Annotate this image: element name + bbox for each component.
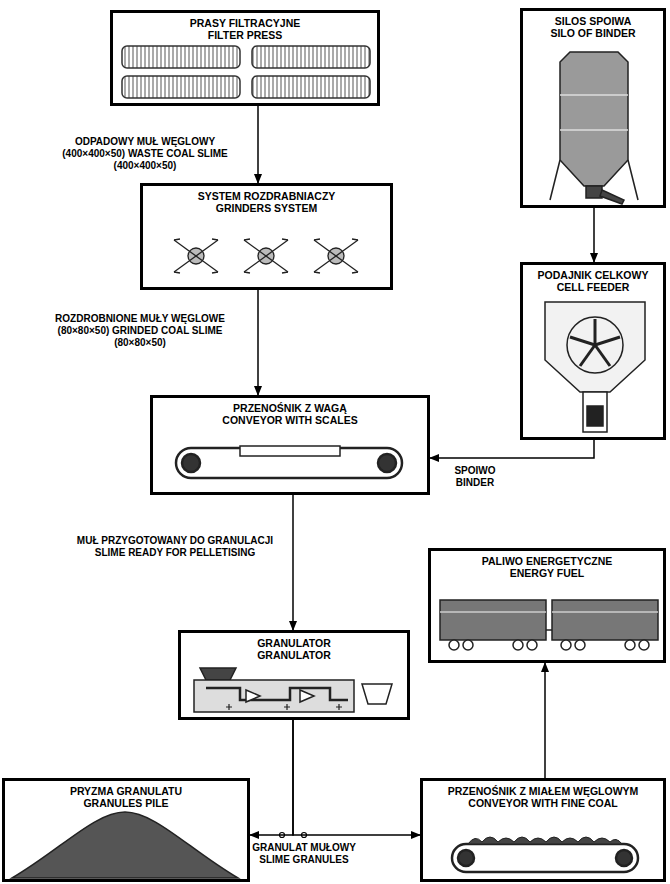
box-subheading: CONVEYOR WITH SCALES	[153, 414, 427, 426]
fine-coal-conveyor-drawing	[452, 837, 638, 872]
granulator-box: GRANULATORGRANULATOR	[178, 630, 410, 720]
silo-drawing	[550, 52, 638, 204]
flow-arrow	[292, 495, 294, 630]
flow-label: GRANULAT MUŁOWY SLIME GRANULES	[252, 842, 356, 866]
box-subheading: FILTER PRESS	[113, 29, 377, 41]
flow-label: SPOIWO BINDER	[440, 465, 510, 489]
box-subheading: GRINDERS SYSTEM	[143, 202, 390, 214]
filter-press-plates	[122, 46, 370, 98]
box-subheading: GRANULATOR	[181, 649, 407, 661]
box-subheading: ENERGY FUEL	[431, 567, 663, 579]
filter-press-box: PRASY FILTRACYJNEFILTER PRESS	[110, 10, 380, 106]
heading-group: PODAJNIK CELKOWYCELL FEEDER	[523, 265, 663, 293]
scale-conveyor-drawing	[176, 446, 402, 478]
box-heading: SILOS SPOIWA	[523, 15, 663, 27]
silo-box: SILOS SPOIWASILO OF BINDER	[520, 8, 666, 208]
granule-pile	[12, 812, 238, 878]
box-heading: PRYZMA GRANULATU	[5, 785, 247, 797]
flow-label: ROZDROBNIONE MUŁY WĘGLOWE (80×80×50) GRI…	[40, 313, 240, 349]
box-subheading: SILO OF BINDER	[523, 27, 663, 39]
flow-arrow	[293, 720, 420, 835]
flow-arrow	[250, 720, 293, 835]
heading-group: PRASY FILTRACYJNEFILTER PRESS	[113, 13, 377, 41]
scale-conveyor-box: PRZENOŚNIK Z WAGĄCONVEYOR WITH SCALES	[150, 395, 430, 495]
flow-label: ODPADOWY MUŁ WĘGLOWY (400×400×50) WASTE …	[60, 136, 230, 172]
heading-group: PRZENOŚNIK Z WAGĄCONVEYOR WITH SCALES	[153, 398, 427, 426]
energy-fuel-box: PALIWO ENERGETYCZNEENERGY FUEL	[428, 548, 666, 663]
box-heading: GRANULATOR	[181, 637, 407, 649]
flow-arrow	[593, 208, 595, 262]
grinders-box: SYSTEM ROZDRABNIACZYGRINDERS SYSTEM	[140, 183, 393, 290]
granulator-drawing	[194, 668, 392, 712]
box-subheading: CELL FEEDER	[523, 281, 663, 293]
heading-group: SILOS SPOIWASILO OF BINDER	[523, 11, 663, 39]
heading-group: PALIWO ENERGETYCZNEENERGY FUEL	[431, 551, 663, 579]
box-subheading: GRANULES PILE	[5, 797, 247, 809]
box-heading: PRASY FILTRACYJNE	[113, 17, 377, 29]
heading-group: SYSTEM ROZDRABNIACZYGRINDERS SYSTEM	[143, 186, 390, 214]
box-heading: SYSTEM ROZDRABNIACZY	[143, 190, 390, 202]
pile-box: PRYZMA GRANULATUGRANULES PILE	[2, 778, 250, 882]
heading-group: GRANULATORGRANULATOR	[181, 633, 407, 661]
fine-coal-conveyor-box: PRZENOŚNIK Z MIAŁEM WĘGLOWYMCONVEYOR WIT…	[420, 778, 666, 882]
flow-arrow	[544, 663, 546, 778]
heading-group: PRYZMA GRANULATUGRANULES PILE	[5, 781, 247, 809]
box-heading: PRZENOŚNIK Z MIAŁEM WĘGLOWYM	[423, 785, 663, 797]
flow-arrow	[257, 290, 259, 395]
box-heading: PODAJNIK CELKOWY	[523, 269, 663, 281]
heading-group: PRZENOŚNIK Z MIAŁEM WĘGLOWYMCONVEYOR WIT…	[423, 781, 663, 809]
grinder-rotors	[174, 239, 358, 273]
cell-feeder-drawing	[545, 302, 645, 432]
box-heading: PALIWO ENERGETYCZNE	[431, 555, 663, 567]
box-heading: PRZENOŚNIK Z WAGĄ	[153, 402, 427, 414]
cell-feeder-box: PODAJNIK CELKOWYCELL FEEDER	[520, 262, 666, 440]
flow-label: MUŁ PRZYGOTOWANY DO GRANULACJI SLIME REA…	[70, 535, 280, 559]
box-subheading: CONVEYOR WITH FINE COAL	[423, 797, 663, 809]
flow-arrow	[430, 440, 594, 458]
flow-arrow	[257, 106, 259, 183]
railway-wagons	[440, 600, 658, 650]
